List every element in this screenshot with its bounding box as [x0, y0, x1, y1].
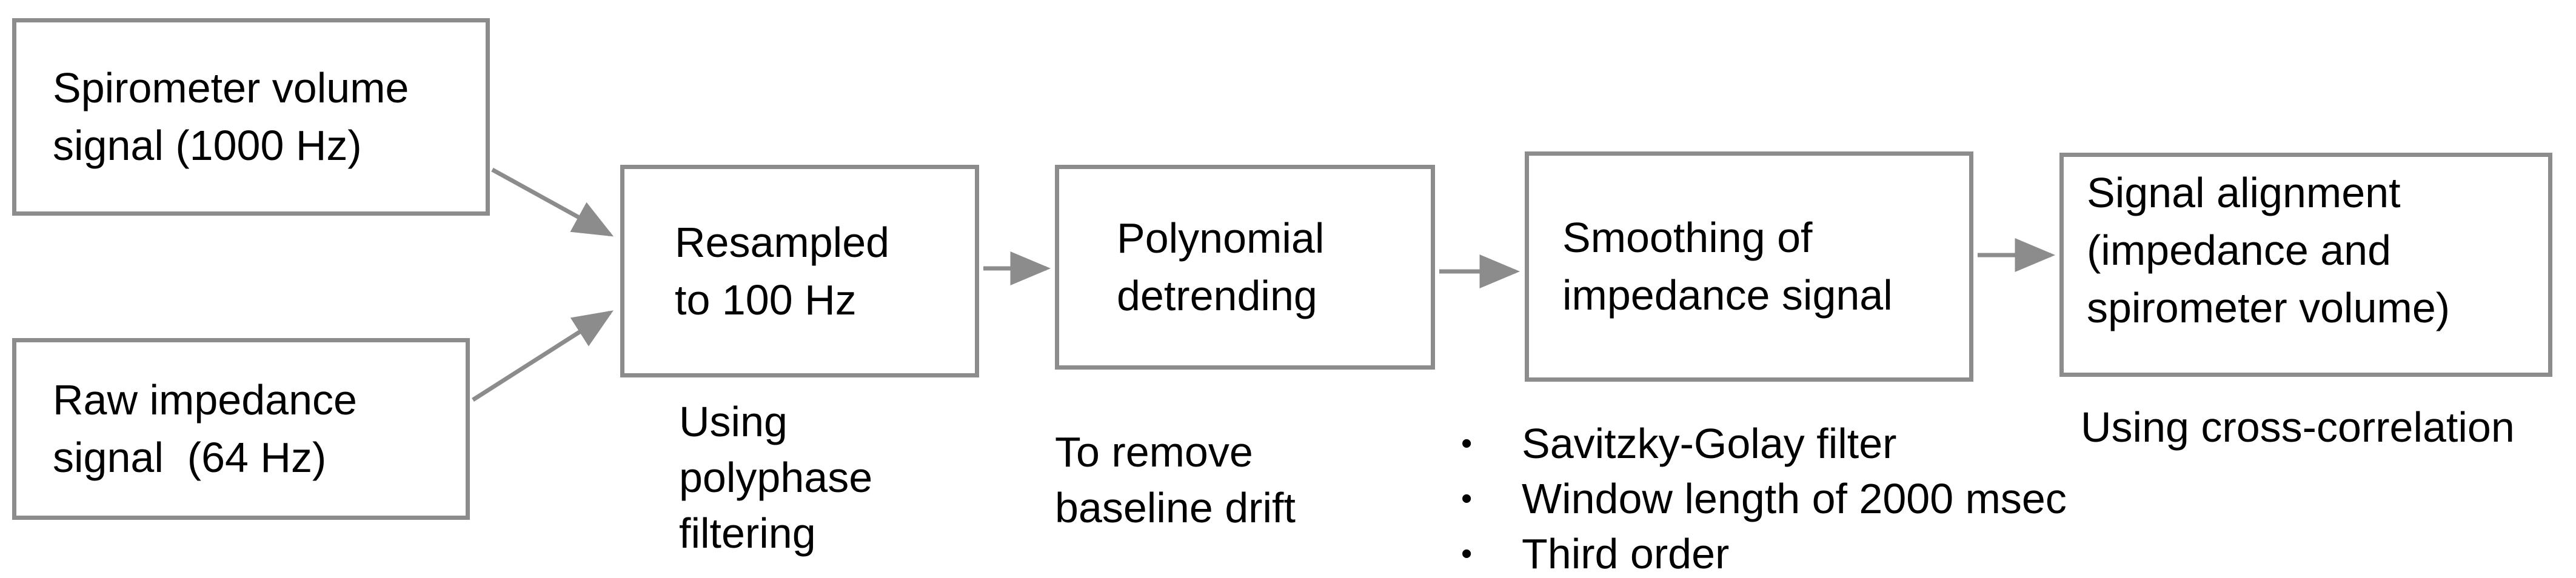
- node-label: Resampled to 100 Hz: [675, 218, 890, 324]
- note-alignment-method: Using cross-correlation: [2081, 404, 2515, 451]
- bullet-dot-icon: •: [1461, 536, 1473, 571]
- list-item-label: Savitzky-Golay filter: [1522, 419, 1897, 467]
- smoothing-details-list: • Savitzky-Golay filter • Window length …: [1461, 416, 2067, 578]
- arrow-spirometer-to-resample: [491, 167, 614, 237]
- node-spirometer-volume-signal: Spirometer volume signal (1000 Hz): [12, 18, 490, 216]
- list-item: • Third order: [1461, 526, 2067, 578]
- note-detrend-purpose: To remove baseline drift: [1055, 428, 1296, 531]
- list-item-label: Third order: [1522, 530, 1730, 577]
- node-label: Signal alignment (impedance and spiromet…: [2087, 169, 2451, 331]
- node-resampled-100hz: Resampled to 100 Hz: [620, 165, 979, 377]
- node-smoothing-impedance: Smoothing of impedance signal: [1525, 151, 1973, 382]
- node-label: Raw impedance signal (64 Hz): [53, 376, 357, 481]
- list-item-label: Window length of 2000 msec: [1522, 474, 2067, 522]
- node-raw-impedance-signal: Raw impedance signal (64 Hz): [12, 338, 470, 520]
- node-label: Polynomial detrending: [1117, 214, 1325, 319]
- note-resample-method: Using polyphase filtering: [679, 398, 873, 557]
- bullet-dot-icon: •: [1461, 480, 1473, 516]
- list-item: • Savitzky-Golay filter: [1461, 416, 2067, 471]
- arrow-impedance-to-resample: [472, 310, 614, 402]
- node-label: Smoothing of impedance signal: [1562, 214, 1893, 319]
- node-signal-alignment: Signal alignment (impedance and spiromet…: [2059, 153, 2552, 377]
- list-item: • Window length of 2000 msec: [1461, 471, 2067, 526]
- bullet-dot-icon: •: [1461, 425, 1473, 461]
- node-polynomial-detrending: Polynomial detrending: [1055, 165, 1435, 370]
- node-label: Spirometer volume signal (1000 Hz): [53, 64, 409, 169]
